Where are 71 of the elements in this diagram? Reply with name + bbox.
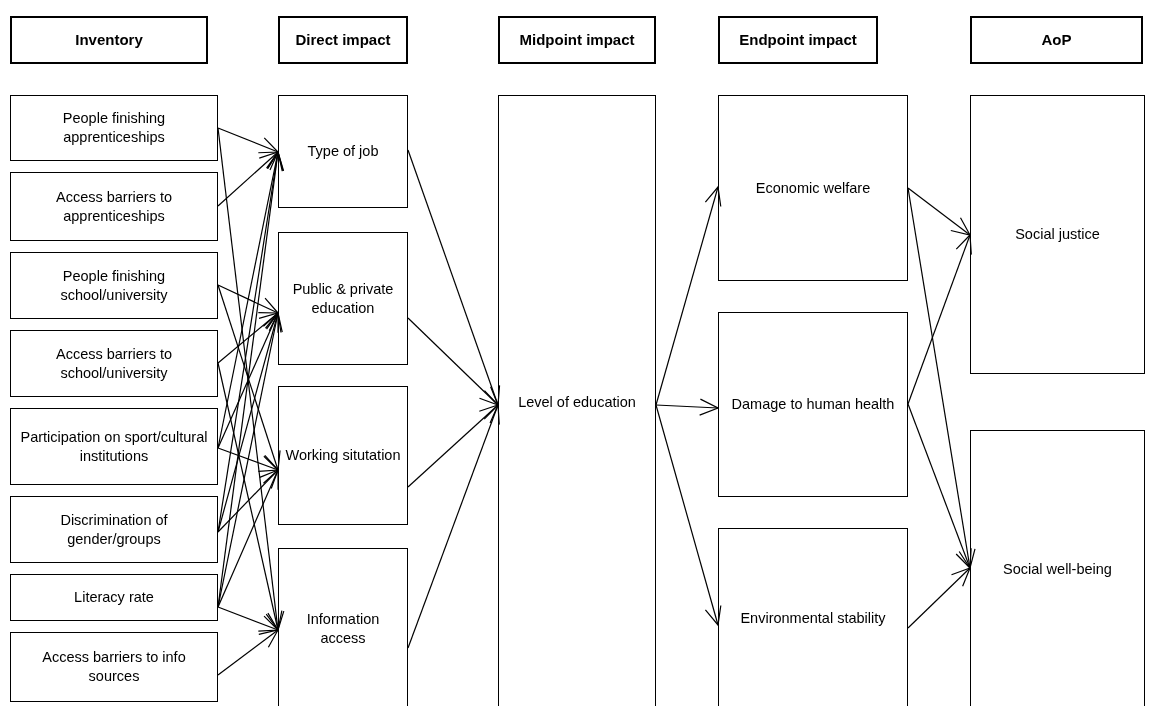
arrow xyxy=(217,469,279,533)
box-label: Type of job xyxy=(307,142,379,161)
box-label: Information access xyxy=(305,609,381,648)
column-header-box xyxy=(970,16,1143,64)
process-box xyxy=(10,632,218,702)
box-label: Working situtation xyxy=(285,446,401,465)
box-label: Literacy rate xyxy=(74,588,154,607)
process-box xyxy=(278,386,408,525)
column-header: Midpoint impact xyxy=(519,30,635,50)
process-box xyxy=(10,172,218,241)
column-header-box xyxy=(498,16,656,64)
arrow xyxy=(907,234,972,405)
arrow xyxy=(217,629,279,676)
column-header: Direct impact xyxy=(295,30,391,50)
process-box xyxy=(970,430,1145,706)
process-box xyxy=(10,330,218,397)
arrow xyxy=(217,127,279,154)
column-header-box xyxy=(278,16,408,64)
arrow xyxy=(907,567,971,629)
box-label: Social well-being xyxy=(1003,560,1112,579)
arrow xyxy=(655,404,722,626)
arrow xyxy=(407,149,501,406)
process-box xyxy=(718,312,908,497)
process-box xyxy=(278,232,408,365)
arrow xyxy=(907,187,971,236)
column-header-box xyxy=(10,16,208,64)
arrow xyxy=(217,312,279,364)
box-label: Social justice xyxy=(1015,225,1100,244)
box-label: Access barriers to school/university xyxy=(54,344,173,383)
process-box xyxy=(278,548,408,706)
arrow xyxy=(655,398,719,416)
arrow xyxy=(217,469,279,608)
arrow xyxy=(217,312,283,608)
box-label: Access barriers to info sources xyxy=(41,648,187,686)
process-box xyxy=(718,95,908,281)
box-label: People finishing school/university xyxy=(59,266,169,305)
box-label: Participation on sport/cultural institutions xyxy=(19,427,209,466)
box-label: Access barriers to apprenticeships xyxy=(54,187,173,226)
process-box xyxy=(10,574,218,621)
arrow xyxy=(407,404,499,488)
arrow xyxy=(655,186,722,406)
arrow xyxy=(217,151,283,449)
process-box xyxy=(718,528,908,706)
arrow xyxy=(217,312,279,449)
column-header: Endpoint impact xyxy=(739,30,857,50)
box-label: Damage to human health xyxy=(731,395,895,414)
arrow xyxy=(217,362,283,631)
box-label: People finishing apprenticeships xyxy=(61,109,167,147)
box-label: Environmental stability xyxy=(740,609,886,628)
process-box xyxy=(970,95,1145,374)
column-header: AoP xyxy=(1041,30,1072,50)
process-box xyxy=(10,95,218,161)
process-box xyxy=(278,95,408,208)
process-box xyxy=(10,496,218,563)
arrow xyxy=(217,284,279,314)
arrow xyxy=(217,151,279,207)
process-box xyxy=(498,95,656,706)
column-header-box xyxy=(718,16,878,64)
box-label: Public & private education xyxy=(291,279,395,318)
arrow xyxy=(907,403,972,569)
arrow xyxy=(407,317,499,406)
box-label: Level of education xyxy=(518,392,636,412)
box-label: Economic welfare xyxy=(755,178,871,198)
arrow xyxy=(217,284,281,471)
process-box xyxy=(10,252,218,319)
arrow xyxy=(407,404,500,649)
arrow xyxy=(217,447,279,472)
process-box xyxy=(10,408,218,485)
arrow xyxy=(217,606,279,632)
column-header: Inventory xyxy=(75,30,143,50)
box-label: Discrimination of gender/groups xyxy=(59,510,169,549)
